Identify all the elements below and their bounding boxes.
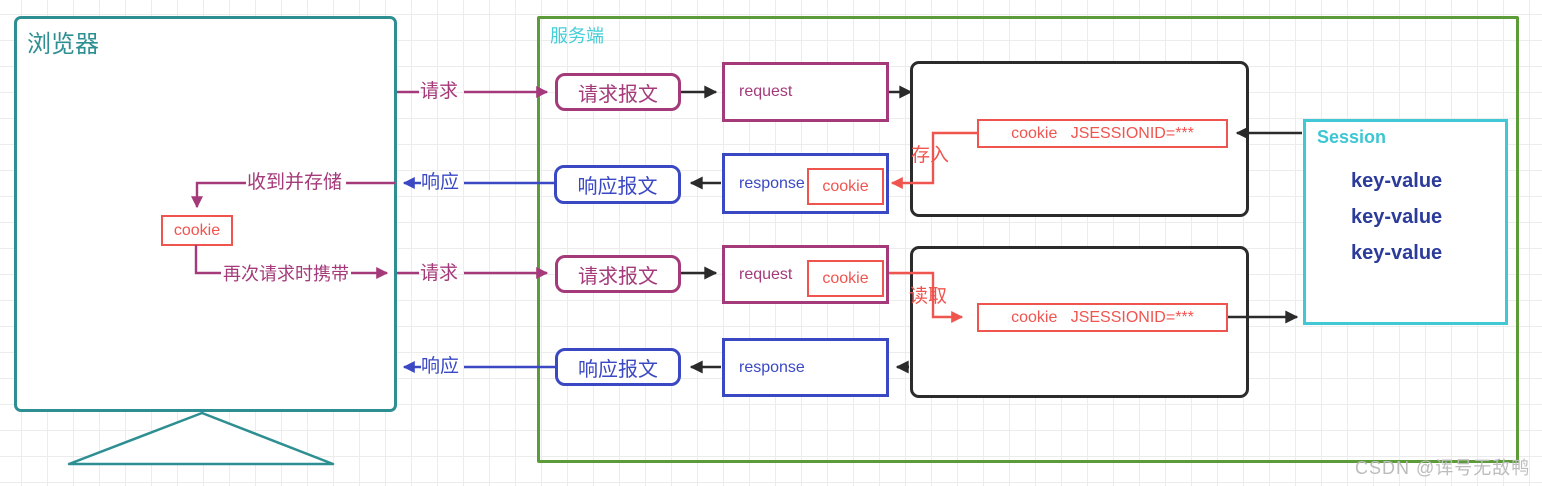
response-message-label-1: 响应报文 xyxy=(577,176,658,198)
label-request-1: 请求 xyxy=(420,81,459,102)
response-node-1: response cookie xyxy=(722,153,889,214)
request-node-1-label: request xyxy=(739,83,793,100)
label-resend-carry: 再次请求时携带 xyxy=(223,264,349,284)
server-box: 服务端 xyxy=(537,16,1519,463)
response-message-label-2: 响应报文 xyxy=(578,358,658,381)
session-cookie-label-1: cookie JSESSIONID=*** xyxy=(1011,124,1194,142)
label-store: 存入 xyxy=(911,145,950,166)
label-response-1: 响应 xyxy=(421,172,460,193)
response-message-box-1: 响应报文 xyxy=(554,165,681,204)
response-node-2-label: response xyxy=(739,358,805,376)
request-node-2: request cookie xyxy=(722,245,889,304)
label-receive-store: 收到并存储 xyxy=(247,172,343,193)
server-title: 服务端 xyxy=(550,26,604,46)
response-message-box-2: 响应报文 xyxy=(555,348,681,386)
request-cookie-chip: cookie xyxy=(807,260,884,297)
response-node-2: response xyxy=(722,338,889,397)
session-box: Session key-value key-value key-value xyxy=(1303,119,1508,325)
request-node-2-label: request xyxy=(739,265,793,283)
session-title: Session xyxy=(1317,127,1387,147)
session-entry: key-value xyxy=(1351,242,1443,264)
request-node-1: request xyxy=(722,62,889,122)
label-read: 读取 xyxy=(909,286,948,307)
request-message-label-1: 请求报文 xyxy=(578,83,658,106)
response-cookie-chip: cookie xyxy=(807,168,884,205)
request-message-label-2: 请求报文 xyxy=(578,265,658,288)
label-request-2: 请求 xyxy=(420,263,459,284)
session-cookie-label-2: cookie JSESSIONID=*** xyxy=(1011,308,1194,326)
session-entry: key-value xyxy=(1351,206,1443,228)
monitor-stand-triangle xyxy=(67,411,335,466)
response-node-1-label: response xyxy=(739,174,805,192)
response-cookie-label: cookie xyxy=(822,177,869,195)
browser-cookie-label: cookie xyxy=(173,221,221,239)
browser-title: 浏览器 xyxy=(27,31,99,58)
label-response-2: 响应 xyxy=(421,356,460,377)
request-message-box-1: 请求报文 xyxy=(555,73,681,111)
session-entries: key-value key-value key-value xyxy=(1306,163,1505,271)
browser-cookie-box: cookie xyxy=(161,215,233,246)
session-entry: key-value xyxy=(1351,170,1443,192)
request-cookie-label: cookie xyxy=(822,269,869,287)
request-message-box-2: 请求报文 xyxy=(555,255,681,293)
session-cookie-box-2: cookie JSESSIONID=*** xyxy=(977,303,1228,332)
browser-box: 浏览器 xyxy=(14,16,397,412)
watermark: CSDN @诨号无敌鸭 xyxy=(1355,458,1531,478)
session-cookie-box-1: cookie JSESSIONID=*** xyxy=(977,119,1228,148)
